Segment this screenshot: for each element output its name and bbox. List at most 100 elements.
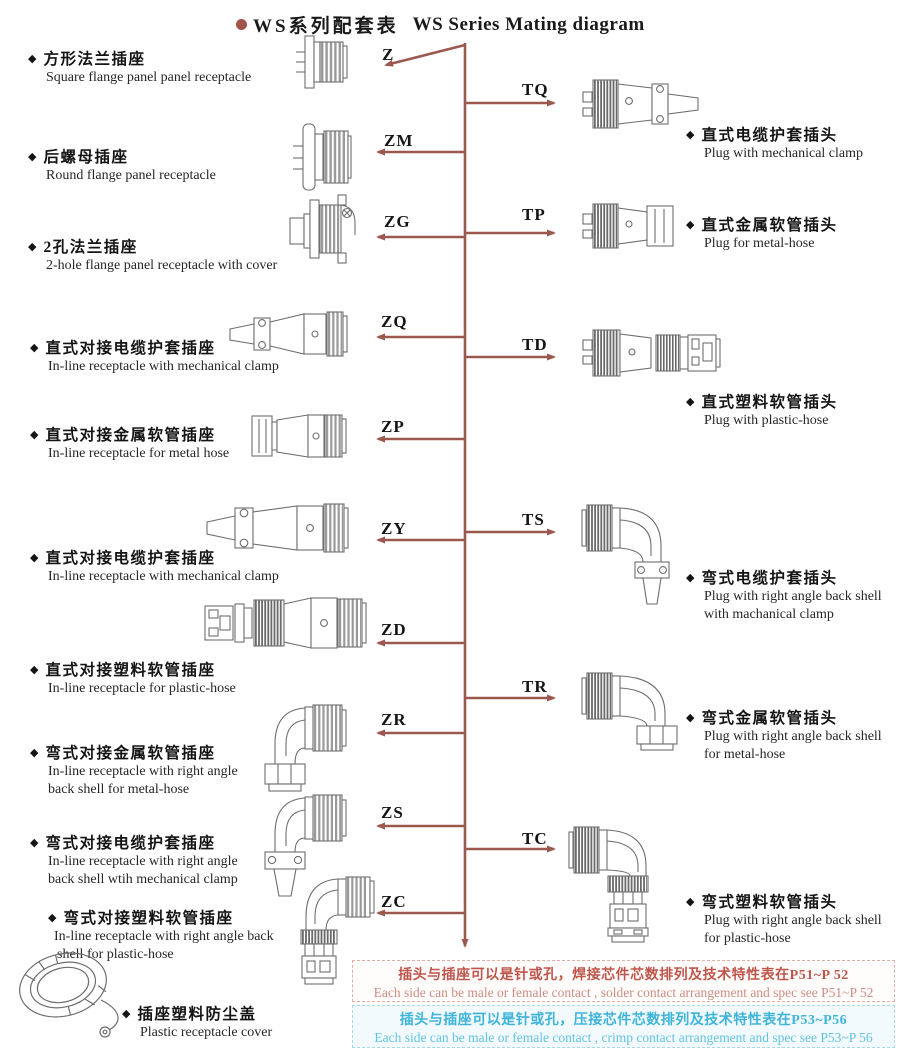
item-label-en: Plug with right angle back shell (704, 589, 882, 604)
item-label-cn: 后螺母插座 (43, 149, 129, 166)
item-label-cn: 直式金属软管插头 (701, 217, 838, 234)
code-label-zy: ZY (381, 519, 407, 538)
item-label-en: shell for plastic-hose (57, 947, 174, 962)
item-label-en: Square flange panel panel receptacle (46, 70, 252, 85)
page-title: WS系列配套表 WS Series Mating diagram (236, 11, 645, 38)
item-label-en: In-line receptacle with right angle back (54, 929, 274, 944)
item-label-en: Plug for metal-hose (704, 236, 815, 251)
diamond-bullet-icon: ◆ (48, 911, 57, 924)
right-item-td: ◆直式塑料软管插头 Plug with plastic-hose (686, 390, 837, 430)
item-label-en: Plastic receptacle cover (140, 1025, 273, 1040)
diamond-bullet-icon: ◆ (28, 240, 37, 253)
connector-drawing-tr (581, 672, 678, 751)
right-item-ts: ◆ 弯式电缆护套插头 Plug with right angle back she… (686, 566, 882, 624)
connector-drawing-tc (568, 826, 649, 943)
item-label-cn: 弯式对接塑料软管插座 (63, 910, 234, 927)
diamond-bullet-icon: ◆ (30, 428, 39, 441)
left-item-zp: ◆直式对接金属软管插座 In-line receptacle for metal… (30, 423, 229, 463)
item-label-en: Round flange panel receptacle (46, 168, 216, 183)
diamond-bullet-icon: ◆ (686, 571, 695, 584)
connector-drawing-zm (293, 123, 352, 191)
diamond-bullet-icon: ◆ (30, 341, 39, 354)
note-solder-box: 插头与插座可以是针或孔，焊接芯件芯数排列及技术特性表在P51~P 52 Each… (352, 960, 895, 1002)
left-item-zc: ◆ 弯式对接塑料软管插座 In-line receptacle with righ… (48, 906, 274, 964)
connector-drawing-zs (264, 794, 347, 897)
connector-drawing-z (296, 35, 348, 89)
title-dot-icon (236, 19, 247, 30)
item-label-cn: 直式对接电缆护套插座 (45, 550, 216, 567)
left-item-zy: ◆直式对接电缆护套插座 In-line receptacle with mech… (30, 546, 279, 586)
connector-drawing-zp (251, 414, 347, 458)
code-label-td: TD (522, 335, 548, 354)
code-label-tp: TP (522, 205, 546, 224)
item-label-en: with machanical clamp (704, 607, 834, 622)
note-crimp-en: Each side can be male or female contact … (374, 1030, 873, 1045)
right-item-tc: ◆弯式塑料软管插头 Plug with right angle back she… (686, 890, 882, 948)
code-label-zm: ZM (384, 131, 414, 150)
left-item-zr: ◆弯式对接金属软管插座 In-line receptacle with righ… (30, 741, 238, 799)
left-item-zd: ◆ 直式对接塑料软管插座 In-line receptacle for plast… (30, 658, 236, 698)
diamond-bullet-icon: ◆ (30, 836, 39, 849)
left-item-zs: ◆ 弯式对接电缆护套插座 In-line receptacle with righ… (30, 831, 238, 889)
connector-drawing-zc (300, 876, 375, 985)
code-label-zd: ZD (381, 620, 407, 639)
branch-line-z (384, 43, 466, 67)
code-label-tc: TC (522, 829, 548, 848)
code-label-ts: TS (522, 510, 545, 529)
title-chinese: WS系列配套表 (253, 16, 399, 37)
diamond-bullet-icon: ◆ (30, 746, 39, 759)
connector-drawing-tp (582, 203, 674, 249)
item-label-cn: 直式对接塑料软管插座 (45, 662, 216, 679)
title-english: WS Series Mating diagram (412, 13, 645, 35)
item-label-cn: 弯式电缆护套插头 (701, 570, 838, 587)
code-label-zp: ZP (381, 417, 405, 436)
item-label-en: In-line receptacle with right angle (48, 854, 238, 869)
item-label-en: back shell wtih mechanical clamp (48, 872, 238, 887)
left-item-zq: ◆ 直式对接电缆护套插座 In-line receptacle with mech… (30, 336, 279, 376)
connector-drawing-ts (581, 504, 670, 605)
item-label-cn: 方形法兰插座 (43, 51, 146, 68)
code-label-zs: ZS (381, 803, 404, 822)
cover-drawing (19, 952, 119, 1038)
connector-drawing-zr (264, 704, 347, 792)
connector-drawing-td (582, 329, 721, 377)
connector-drawing-zg (289, 194, 356, 264)
item-label-cn: 直式电缆护套插头 (701, 127, 838, 144)
item-label-cn: 直式对接电缆护套插座 (45, 340, 216, 357)
item-label-en: In-line receptacle with mechanical clamp (48, 359, 279, 374)
connector-drawing-tq (582, 79, 699, 129)
diamond-bullet-icon: ◆ (122, 1007, 131, 1020)
code-label-zr: ZR (381, 710, 407, 729)
item-label-cn: 直式塑料软管插头 (701, 394, 838, 411)
left-item-zg: ◆ 2孔法兰插座 2-hole flange panel receptacle w… (28, 235, 277, 275)
diamond-bullet-icon: ◆ (686, 711, 695, 724)
diamond-bullet-icon: ◆ (28, 52, 37, 65)
item-label-en: In-line receptacle for plastic-hose (48, 681, 236, 696)
diamond-bullet-icon: ◆ (686, 895, 695, 908)
code-label-tq: TQ (522, 80, 549, 99)
diamond-bullet-icon: ◆ (686, 218, 695, 231)
code-label-zq: ZQ (381, 312, 408, 331)
item-label-en: Plug with right angle back shell (704, 913, 882, 928)
item-label-en: for metal-hose (704, 747, 786, 762)
right-item-tp: ◆ 直式金属软管插头 Plug for metal-hose (686, 213, 837, 253)
diamond-bullet-icon: ◆ (28, 150, 37, 163)
item-label-en: Plug with mechanical clamp (704, 146, 864, 161)
diamond-bullet-icon: ◆ (30, 663, 39, 676)
left-item-zm: ◆ 后螺母插座 Round flange panel receptacle (28, 145, 216, 185)
code-label-zc: ZC (381, 892, 407, 911)
connector-drawing-zy (206, 503, 349, 553)
note-crimp-box: 插头与插座可以是针或孔，压接芯件芯数排列及技术特性表在P53~P56 Each … (352, 1005, 895, 1048)
item-label-en: 2-hole flange panel receptacle with cove… (46, 258, 278, 273)
note-solder-en: Each side can be male or female contact … (373, 985, 874, 1000)
item-label-cn: 弯式对接电缆护套插座 (45, 835, 216, 852)
connector-drawing-zq (229, 311, 348, 357)
code-label-z: Z (382, 45, 395, 64)
left-item-z: ◆ 方形法兰插座 Square flange panel panel recept… (28, 47, 251, 87)
item-label-en: In-line receptacle with mechanical clamp (48, 569, 279, 584)
item-label-cn: 2孔法兰插座 (43, 239, 138, 256)
item-label-cn: 弯式金属软管插头 (701, 710, 838, 727)
code-label-zg: ZG (384, 212, 411, 231)
note-solder-cn: 插头与插座可以是针或孔，焊接芯件芯数排列及技术特性表在P51~P 52 (398, 968, 849, 983)
